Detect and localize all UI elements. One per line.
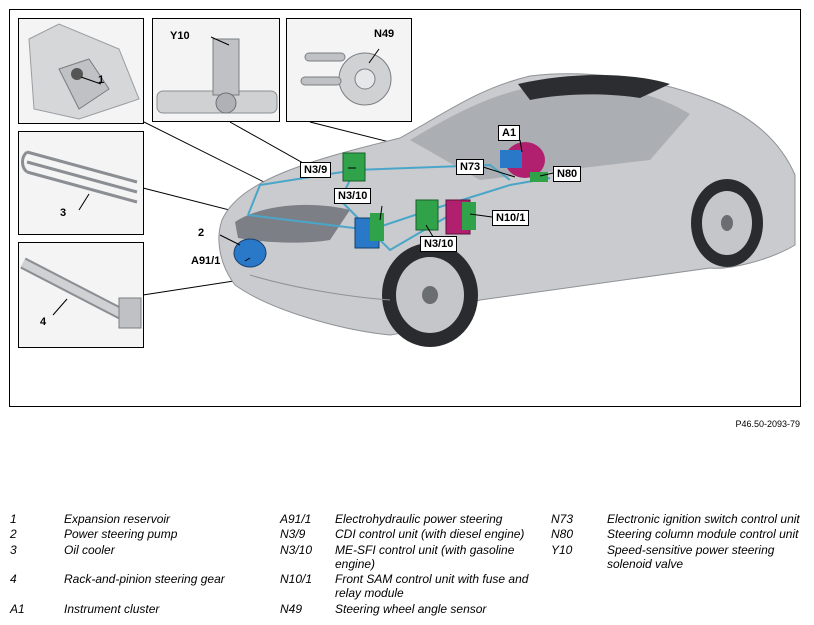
callout-4: 4 xyxy=(40,316,47,328)
callout-y10: Y10 xyxy=(170,30,190,42)
callout-n49: N49 xyxy=(374,28,395,40)
inset-steering-gear xyxy=(18,242,144,348)
oil-cooler-image xyxy=(21,150,138,211)
car-illustration xyxy=(139,73,796,347)
callout-n3-9: N3/9 xyxy=(300,162,332,178)
component-location-figure: 1 2 3 4 Y10 N49 A1 N73 N80 N3/9 N3/10 N3… xyxy=(9,9,801,407)
steering-valve-image xyxy=(156,36,278,114)
callout-2: 2 xyxy=(198,227,205,239)
figure-code: P46.50-2093-79 xyxy=(735,419,800,429)
inset-n49-sensor xyxy=(286,18,412,122)
steering-gear-image xyxy=(20,257,142,329)
inset-y10-valve xyxy=(152,18,280,122)
inset-expansion-reservoir xyxy=(18,18,144,124)
callout-n3-10-a: N3/10 xyxy=(334,188,372,204)
steering-angle-sensor-image xyxy=(300,48,392,106)
expansion-reservoir-image xyxy=(28,23,140,120)
callout-3: 3 xyxy=(60,207,67,219)
inset-oil-cooler xyxy=(18,131,144,235)
callout-n10-1: N10/1 xyxy=(492,210,530,226)
control-modules xyxy=(233,142,548,268)
callout-n73: N73 xyxy=(456,159,485,175)
callout-n3-10-b: N3/10 xyxy=(420,236,458,252)
callout-1: 1 xyxy=(98,74,105,86)
car-body xyxy=(218,73,796,347)
callout-a1: A1 xyxy=(498,125,521,141)
callout-a91-1: A91/1 xyxy=(191,255,221,267)
callout-n80: N80 xyxy=(553,166,582,182)
